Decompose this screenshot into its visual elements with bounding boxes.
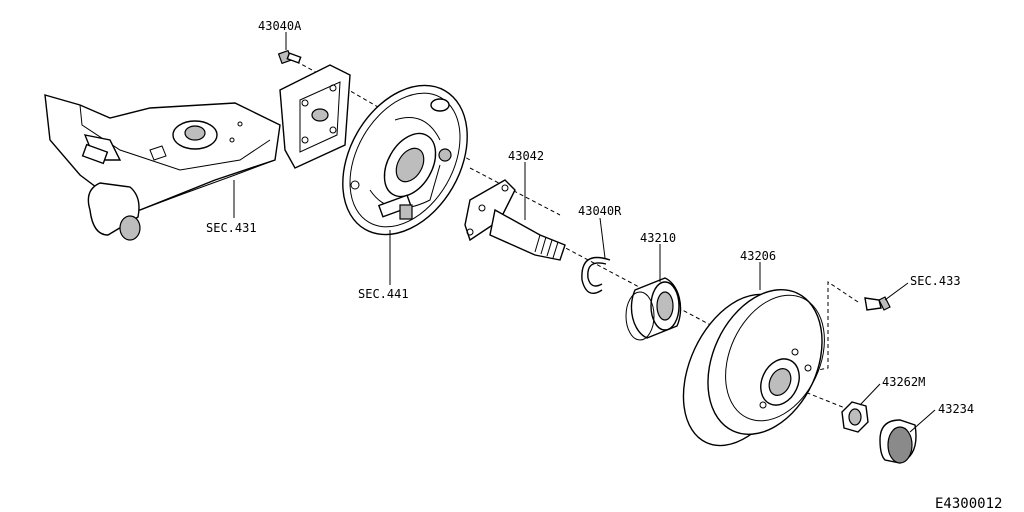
label-sec-441: SEC.441	[358, 287, 409, 301]
label-sec-431: SEC.431	[206, 221, 257, 235]
hub-nut	[841, 401, 869, 433]
label-43234: 43234	[938, 402, 974, 416]
label-43210: 43210	[640, 231, 676, 245]
label-sec-433: SEC.433	[910, 274, 961, 288]
label-43040a: 43040A	[258, 19, 302, 33]
snap-ring	[581, 256, 611, 294]
label-43042: 43042	[508, 149, 544, 163]
diagram-reference-code: E4300012	[935, 496, 1002, 512]
label-43262m: 43262M	[882, 375, 925, 389]
drum-screw	[864, 296, 891, 311]
leader-lines	[233, 32, 936, 433]
label-43206: 43206	[740, 249, 776, 263]
mounting-bracket	[279, 64, 351, 169]
mounting-bolt	[277, 49, 302, 65]
grease-cap	[879, 419, 917, 464]
brake-drum	[682, 288, 825, 447]
rear-axle-beam	[44, 94, 281, 241]
label-43040r: 43040R	[578, 204, 622, 218]
wheel-bearing	[625, 277, 682, 341]
brake-backing-plate	[342, 84, 468, 236]
hub-spindle	[464, 179, 566, 261]
